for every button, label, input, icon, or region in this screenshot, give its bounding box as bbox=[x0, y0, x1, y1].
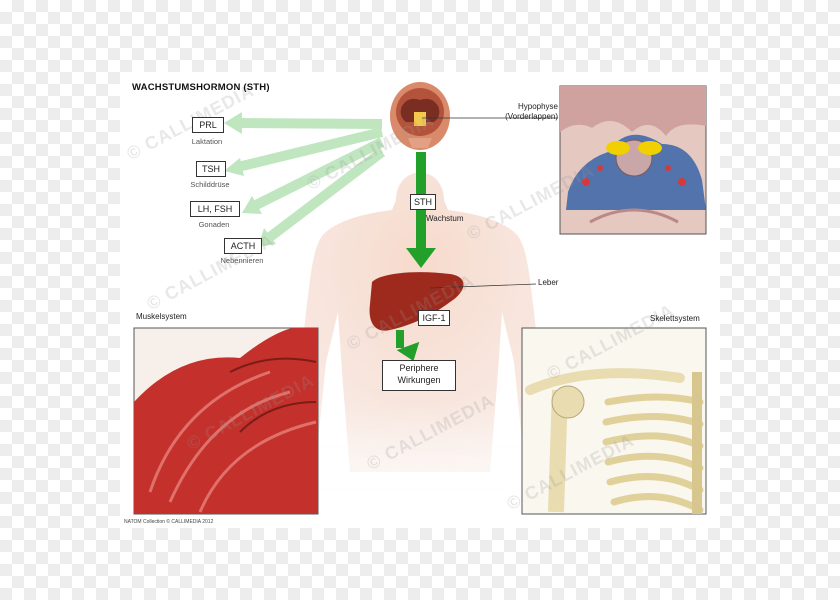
faded-arrow-heads bbox=[224, 112, 276, 247]
muscle-inset bbox=[133, 327, 319, 515]
skeleton-inset bbox=[521, 327, 707, 515]
liver-shape bbox=[369, 272, 464, 331]
muscle-label: Muskelsystem bbox=[136, 312, 187, 321]
lhfsh-target: Gonaden bbox=[198, 220, 230, 229]
head-brain bbox=[390, 82, 450, 150]
lhfsh-box: LH, FSH bbox=[190, 201, 240, 217]
pituitary-inset bbox=[559, 85, 707, 235]
igf-box: IGF-1 bbox=[418, 310, 450, 326]
acth-box: ACTH bbox=[224, 238, 262, 254]
peripheral-box: Periphere Wirkungen bbox=[382, 360, 456, 391]
pituitary-label-line1: Hypophyse bbox=[517, 102, 558, 111]
peripheral-line1: Periphere bbox=[399, 363, 439, 373]
pituitary-label-line2: (Vorderlappen) bbox=[505, 112, 558, 121]
body-silhouette bbox=[280, 172, 560, 528]
faded-arrows bbox=[236, 118, 386, 241]
pituitary-label: Hypophyse (Vorderlappen) bbox=[494, 102, 558, 122]
liver-label: Leber bbox=[538, 278, 559, 287]
prl-target: Laktation bbox=[191, 137, 223, 146]
liver-leader bbox=[429, 283, 537, 289]
igf-arrow bbox=[396, 330, 420, 362]
figure: © CALLIMEDIA © CALLIMEDIA © CALLIMEDIA ©… bbox=[120, 72, 720, 528]
diagram-artwork bbox=[133, 82, 707, 528]
tsh-target: Schilddrüse bbox=[190, 180, 230, 189]
peripheral-line2: Wirkungen bbox=[397, 375, 441, 385]
credit-text: NATOM Collection © CALLIMEDIA 2012 bbox=[124, 519, 214, 525]
tsh-box: TSH bbox=[196, 161, 226, 177]
prl-box: PRL bbox=[192, 117, 224, 133]
diagram-title: WACHSTUMSHORMON (STH) bbox=[132, 82, 270, 93]
sth-box: STH bbox=[410, 194, 436, 210]
acth-target: Nebennieren bbox=[220, 256, 264, 265]
sth-effect: Wachstum bbox=[426, 214, 464, 223]
skeleton-label: Skelettsystem bbox=[650, 314, 700, 323]
